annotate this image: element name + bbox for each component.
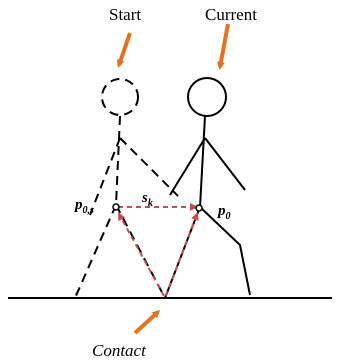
- contact-to-p0-arrow: [165, 212, 199, 297]
- start-figure-torso: [115, 115, 121, 206]
- current-figure-back-arm: [169, 137, 206, 196]
- p0-point: [195, 204, 203, 212]
- sk-label: sk: [141, 190, 153, 209]
- current-figure: [164, 77, 251, 299]
- start-arrow: [116, 32, 132, 68]
- p0s-point: [112, 203, 120, 211]
- start-figure: [74, 78, 179, 299]
- p0s-label-main: p: [73, 197, 83, 213]
- sk-label-sub: k: [148, 198, 153, 209]
- current-figure-front-arm: [204, 137, 246, 191]
- start-figure-back-leg: [74, 204, 117, 299]
- start-figure-back-arm: [89, 137, 121, 216]
- current-figure-front-leg: [199, 206, 251, 296]
- p0-label: p0: [216, 203, 231, 222]
- current-label: Current: [205, 5, 257, 24]
- vector-triangle: [118, 203, 199, 297]
- p0s-label: p0,s: [73, 197, 94, 216]
- p0s-label-sub: 0,s: [83, 205, 95, 216]
- p0-label-sub: 0: [226, 211, 231, 222]
- contact-arrow: [133, 309, 161, 335]
- start-figure-front-arm: [119, 137, 179, 197]
- current-figure-torso: [199, 115, 206, 208]
- current-figure-head: [187, 77, 227, 117]
- sk-label-main: s: [141, 190, 148, 206]
- start-label: Start: [109, 5, 141, 24]
- contact-to-p0s-arrow: [118, 212, 165, 297]
- contact-label: Contact: [92, 341, 147, 360]
- p0-label-main: p: [216, 203, 226, 219]
- start-figure-head: [101, 78, 139, 116]
- current-arrow: [216, 23, 230, 70]
